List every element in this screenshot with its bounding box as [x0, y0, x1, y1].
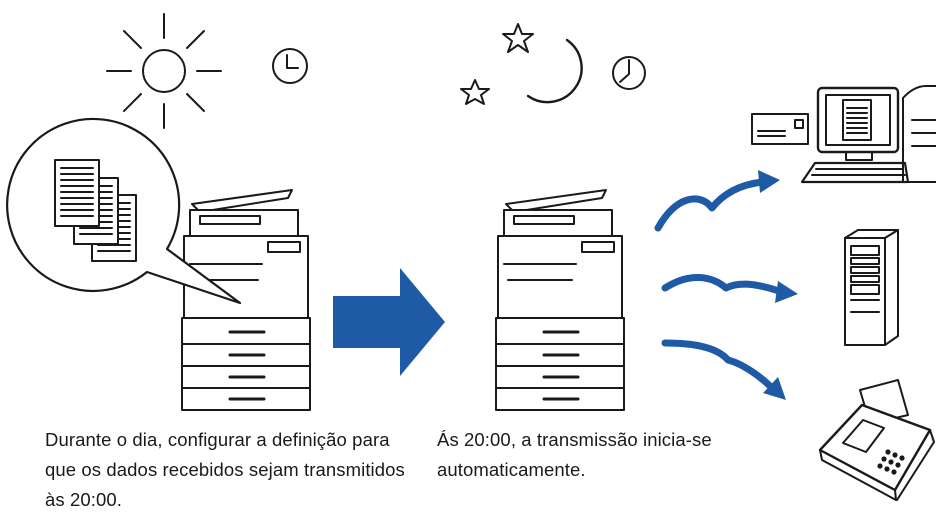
multifunction-printer-icon [494, 188, 626, 412]
night-caption: Ás 20:00, a transmissão inicia-se automa… [437, 429, 712, 480]
fax-machine-icon [818, 379, 935, 501]
server-icon [844, 229, 899, 346]
multifunction-printer-icon [180, 188, 312, 412]
star-icon [460, 23, 534, 105]
clock-icon [272, 48, 308, 84]
transmission-arrows [654, 170, 798, 400]
computer-with-email-icon [751, 85, 936, 184]
clock-icon [612, 56, 646, 90]
documents-icon [6, 117, 242, 305]
right-arrow-icon [333, 268, 445, 376]
moon-icon [526, 38, 583, 104]
sun-icon [106, 13, 222, 129]
day-caption: Durante o dia, configurar a definição pa… [45, 429, 405, 510]
